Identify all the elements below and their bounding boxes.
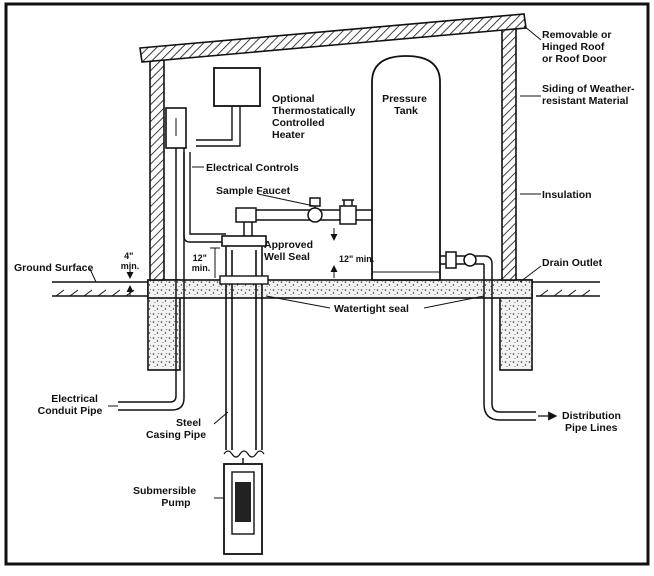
label-submersible-pump: Submersible Pump [133, 485, 199, 509]
label-watertight-seal: Watertight seal [334, 303, 409, 315]
label-electrical-conduit-pipe: Electrical Conduit Pipe [38, 393, 103, 417]
conduit-to-wellhead-2 [189, 152, 226, 235]
label-electrical-controls: Electrical Controls [206, 162, 299, 174]
outlet-piping [440, 251, 536, 421]
label-12in-min-left: 12" min. [192, 253, 211, 273]
label-12in-min-right: 12" min. [339, 254, 374, 264]
label-insulation: Insulation [542, 189, 592, 201]
outer-frame [4, 2, 650, 566]
label-4in-min: 4" min. [121, 251, 140, 271]
sample-faucet-valve [307, 197, 323, 223]
label-approved-well-seal: Approved Well Seal [264, 239, 316, 263]
label-siding: Siding of Weather- resistant Material [542, 83, 637, 107]
label-steel-casing-pipe: Steel Casing Pipe [146, 417, 206, 441]
label-pressure-tank: Pressure Tank [382, 93, 430, 117]
label-drain-outlet: Drain Outlet [542, 257, 603, 269]
label-roof-door: Removable or Hinged Roof or Roof Door [542, 29, 614, 65]
gate-valve [339, 199, 357, 225]
conduit-pipe-outer [118, 148, 177, 403]
submersible-pump [223, 458, 263, 555]
floor-slab [147, 279, 533, 299]
leader-lines [89, 25, 542, 499]
conduit-to-wellhead [183, 152, 226, 243]
pressure-tank [371, 55, 441, 281]
slab-seal-collar [219, 275, 269, 285]
roof [139, 13, 527, 63]
label-heater: Optional Thermostatically Controlled Hea… [272, 93, 358, 141]
heater-box [213, 67, 261, 107]
left-wall [149, 51, 165, 281]
well-seal-cap [221, 235, 267, 247]
dimension-12in-left [210, 247, 220, 278]
conduit-pipe-inner [118, 148, 185, 411]
label-ground-surface: Ground Surface [14, 262, 94, 274]
label-sample-faucet: Sample Faucet [216, 185, 291, 197]
label-distribution-pipe-lines: Distribution Pipe Lines [562, 410, 624, 434]
right-wall [501, 27, 517, 281]
heater-conduit [196, 106, 241, 147]
